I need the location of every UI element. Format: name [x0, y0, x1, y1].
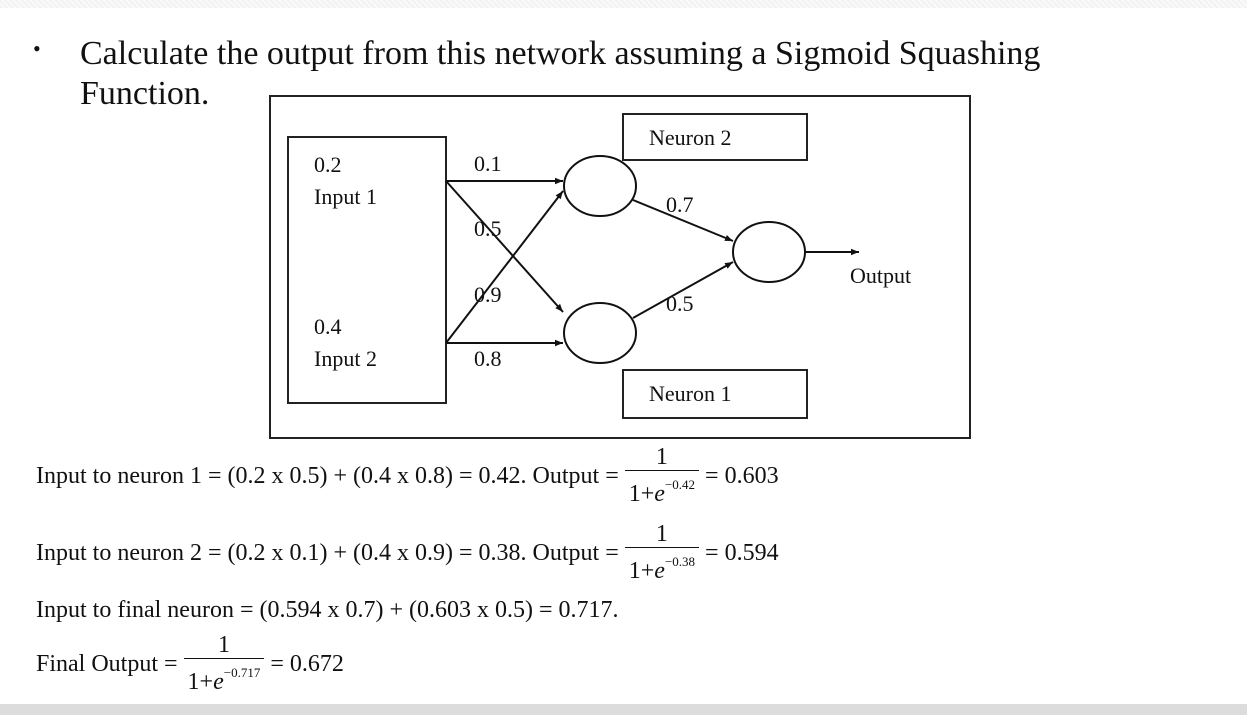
eq4-exponent: −0.717	[223, 665, 261, 680]
equation-neuron-1: Input to neuron 1 = (0.2 x 0.5) + (0.4 x…	[36, 444, 779, 508]
eq1-exponent: −0.42	[664, 477, 696, 492]
eq2-result: = 0.594	[705, 539, 779, 566]
diagram-frame	[269, 95, 971, 439]
question-line-1: Calculate the output from this network a…	[80, 35, 1041, 72]
eq2-den-base: 1+	[628, 558, 655, 584]
output-neuron-circle	[732, 221, 806, 283]
input2-label: Input 2	[314, 346, 377, 371]
question-line-2: Function.	[80, 75, 210, 112]
bottom-border-strip	[0, 704, 1247, 715]
weight-in2-n1: 0.8	[474, 346, 502, 371]
edge-in2-n2	[445, 190, 564, 344]
edge-n1-out	[632, 261, 734, 319]
equation-final-neuron: Input to final neuron = (0.594 x 0.7) + …	[36, 597, 619, 624]
input2-value: 0.4	[314, 314, 342, 339]
eq1-den-base: 1+	[628, 481, 655, 507]
neuron2-label: Neuron 2	[649, 125, 731, 150]
edge-n2-out	[632, 199, 734, 242]
top-border-strip	[0, 0, 1247, 8]
eq2-text: Input to neuron 2 = (0.2 x 0.1) + (0.4 x…	[36, 539, 619, 566]
eq4-numerator: 1	[217, 632, 230, 658]
weight-in1-n1: 0.5	[474, 216, 502, 241]
neuron-2-circle	[563, 155, 637, 217]
equation-neuron-2: Input to neuron 2 = (0.2 x 0.1) + (0.4 x…	[36, 521, 779, 585]
weight-n2-out: 0.7	[666, 192, 694, 217]
eq1-den-e: e	[654, 481, 665, 507]
eq1-result: = 0.603	[705, 462, 779, 489]
eq2-fraction: 1 1+e−0.38	[624, 521, 700, 585]
eq1-fraction: 1 1+e−0.42	[624, 444, 700, 508]
eq2-exponent: −0.38	[664, 554, 696, 569]
eq4-den-base: 1+	[187, 669, 214, 695]
output-label: Output	[850, 263, 911, 288]
bullet-dot: •	[33, 36, 41, 61]
question-text: Calculate the output from this network a…	[80, 34, 1220, 114]
eq2-numerator: 1	[655, 521, 668, 547]
eq2-denominator: 1+e−0.38	[624, 547, 700, 585]
eq1-numerator: 1	[655, 444, 668, 470]
neuron-1-circle	[563, 302, 637, 364]
eq2-den-e: e	[654, 558, 665, 584]
eq4-text: Final Output =	[36, 650, 178, 677]
eq3-text: Input to final neuron = (0.594 x 0.7) + …	[36, 597, 619, 623]
input-box	[287, 136, 447, 404]
neuron1-label: Neuron 1	[649, 381, 731, 406]
eq4-denominator: 1+e−0.717	[183, 658, 265, 696]
input1-value: 0.2	[314, 152, 342, 177]
edge-in1-n1	[445, 180, 564, 313]
neuron1-label-box	[622, 369, 808, 419]
weight-n1-out: 0.5	[666, 291, 694, 316]
eq4-fraction: 1 1+e−0.717	[183, 632, 265, 696]
neuron2-label-box	[622, 113, 808, 161]
weight-in2-n2: 0.9	[474, 282, 502, 307]
eq1-denominator: 1+e−0.42	[624, 470, 700, 508]
eq4-result: = 0.672	[270, 650, 344, 677]
weight-in1-n2: 0.1	[474, 151, 502, 176]
equation-final-output: Final Output = 1 1+e−0.717 = 0.672	[36, 632, 344, 696]
eq1-text: Input to neuron 1 = (0.2 x 0.5) + (0.4 x…	[36, 462, 619, 489]
eq4-den-e: e	[213, 669, 224, 695]
input1-label: Input 1	[314, 184, 377, 209]
